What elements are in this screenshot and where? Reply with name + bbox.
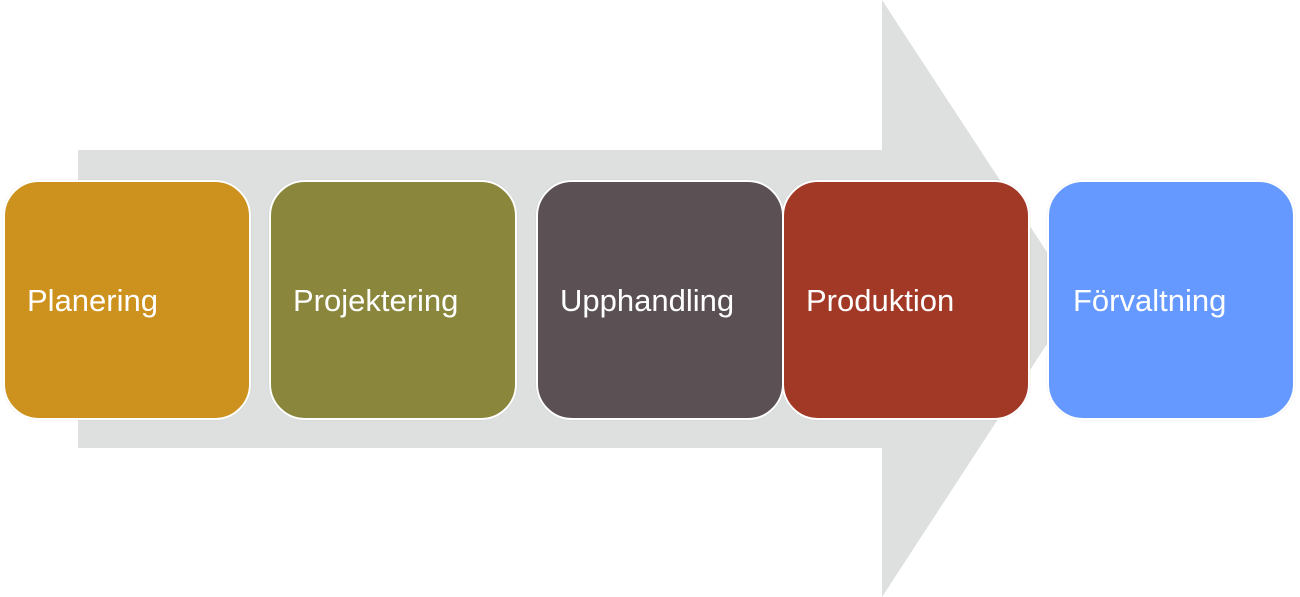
step-produktion: Produktion — [782, 180, 1030, 420]
step-label: Planering — [27, 283, 158, 318]
step-label: Förvaltning — [1073, 283, 1227, 318]
step-label: Projektering — [293, 283, 459, 318]
step-label: Produktion — [806, 283, 955, 318]
step-projektering: Projektering — [269, 180, 517, 420]
step-planering: Planering — [3, 180, 251, 420]
step-forvaltning: Förvaltning — [1047, 180, 1295, 420]
step-label: Upphandling — [560, 283, 735, 318]
step-upphandling: Upphandling — [536, 180, 784, 420]
